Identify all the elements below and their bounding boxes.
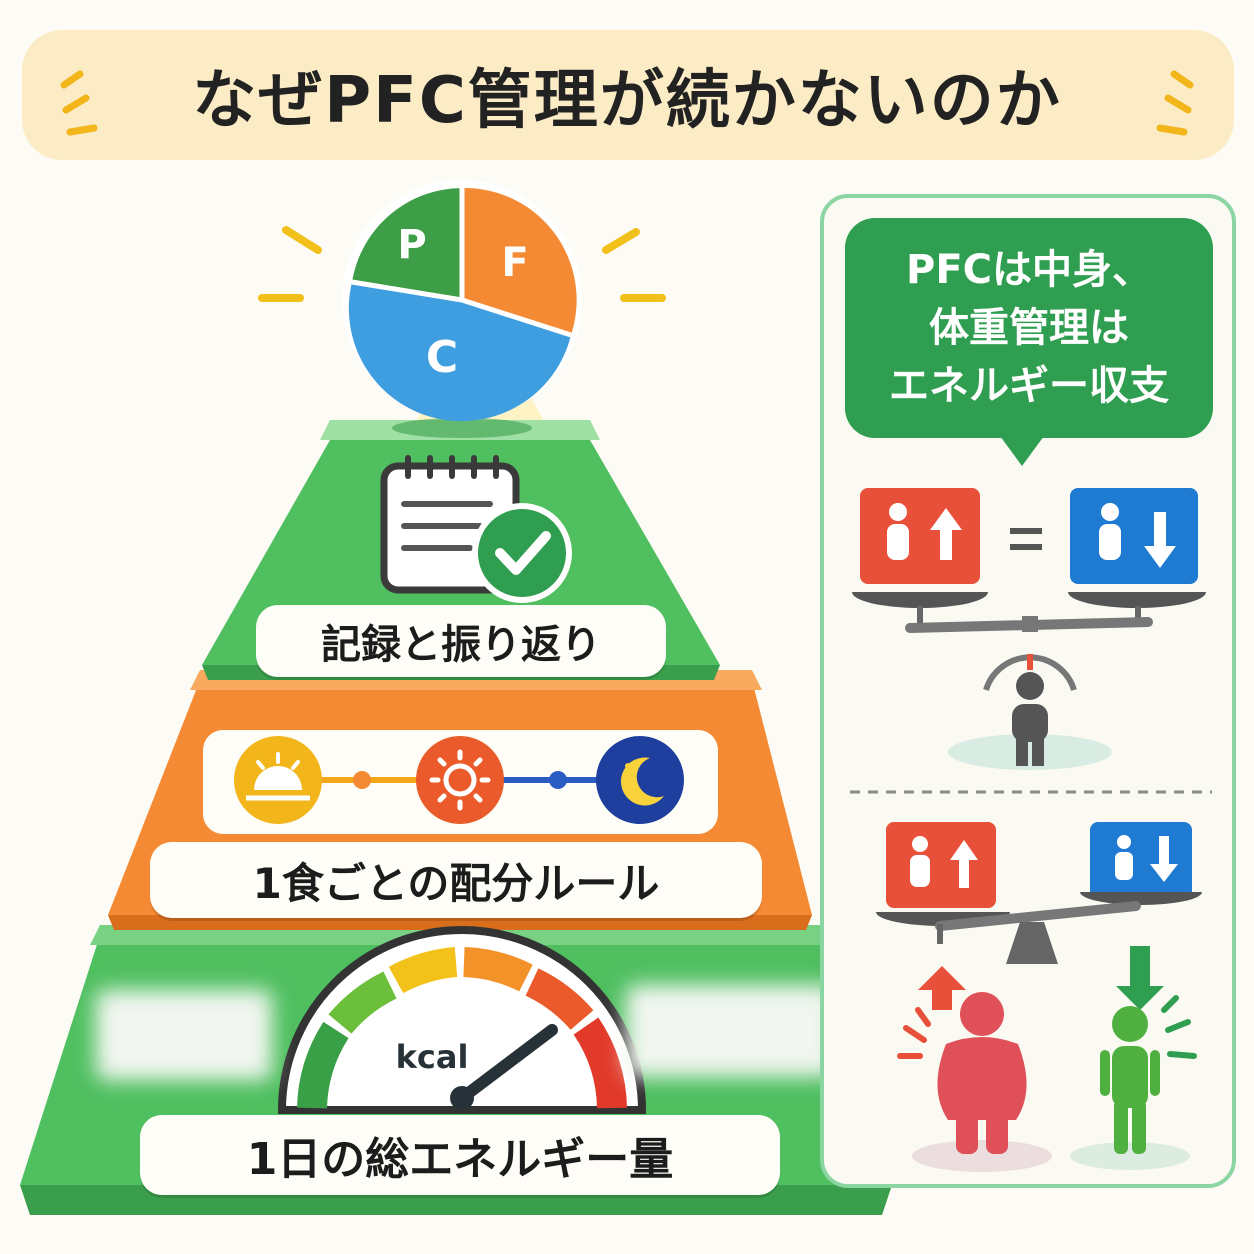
person-loss-icon [1070,946,1197,1170]
pie-sparks [258,226,666,302]
middle-tier-text: 1食ごとの配分ルール [252,858,660,908]
speech-bubble-tail [1000,436,1044,466]
tilted-scale-icon [876,822,1202,964]
pie-p-label: P [397,222,426,268]
bottom-tier-text: 1日の総エネルギー量 [246,1134,674,1185]
sun-icon [416,736,504,824]
gauge-label: kcal [396,1038,469,1076]
balance-scale-icon [852,488,1206,770]
notepad-check-icon [380,455,572,603]
speech-bubble: PFCは中身、 体重管理は エネルギー収支 [845,218,1213,438]
person-gain-icon [897,966,1052,1172]
title-banner [22,30,1234,160]
top-tier-text: 記録と振り返り [321,622,601,668]
pfc-pie-icon: P F C [258,180,666,438]
kcal-gauge-icon: kcal [277,926,647,1114]
blurred-area-left [96,990,272,1080]
blurred-area-right [626,985,836,1077]
bottom-tier-label: 1日の総エネルギー量 [140,1115,780,1195]
top-tier-label: 記録と振り返り [256,605,666,677]
middle-tier-label: 1食ごとの配分ルール [150,842,762,918]
sunrise-icon [234,736,322,824]
pie-c-label: C [426,332,458,383]
page-title: なぜPFC管理が続かないのか [192,64,1062,138]
pie-f-label: F [501,240,528,286]
bubble-line-1: PFCは中身、 [906,247,1152,293]
meal-timeline [203,730,718,834]
title-sparks [60,70,1194,136]
moon-icon [596,736,684,824]
bubble-line-3: エネルギー収支 [889,363,1169,409]
bubble-line-2: 体重管理は [929,305,1129,351]
